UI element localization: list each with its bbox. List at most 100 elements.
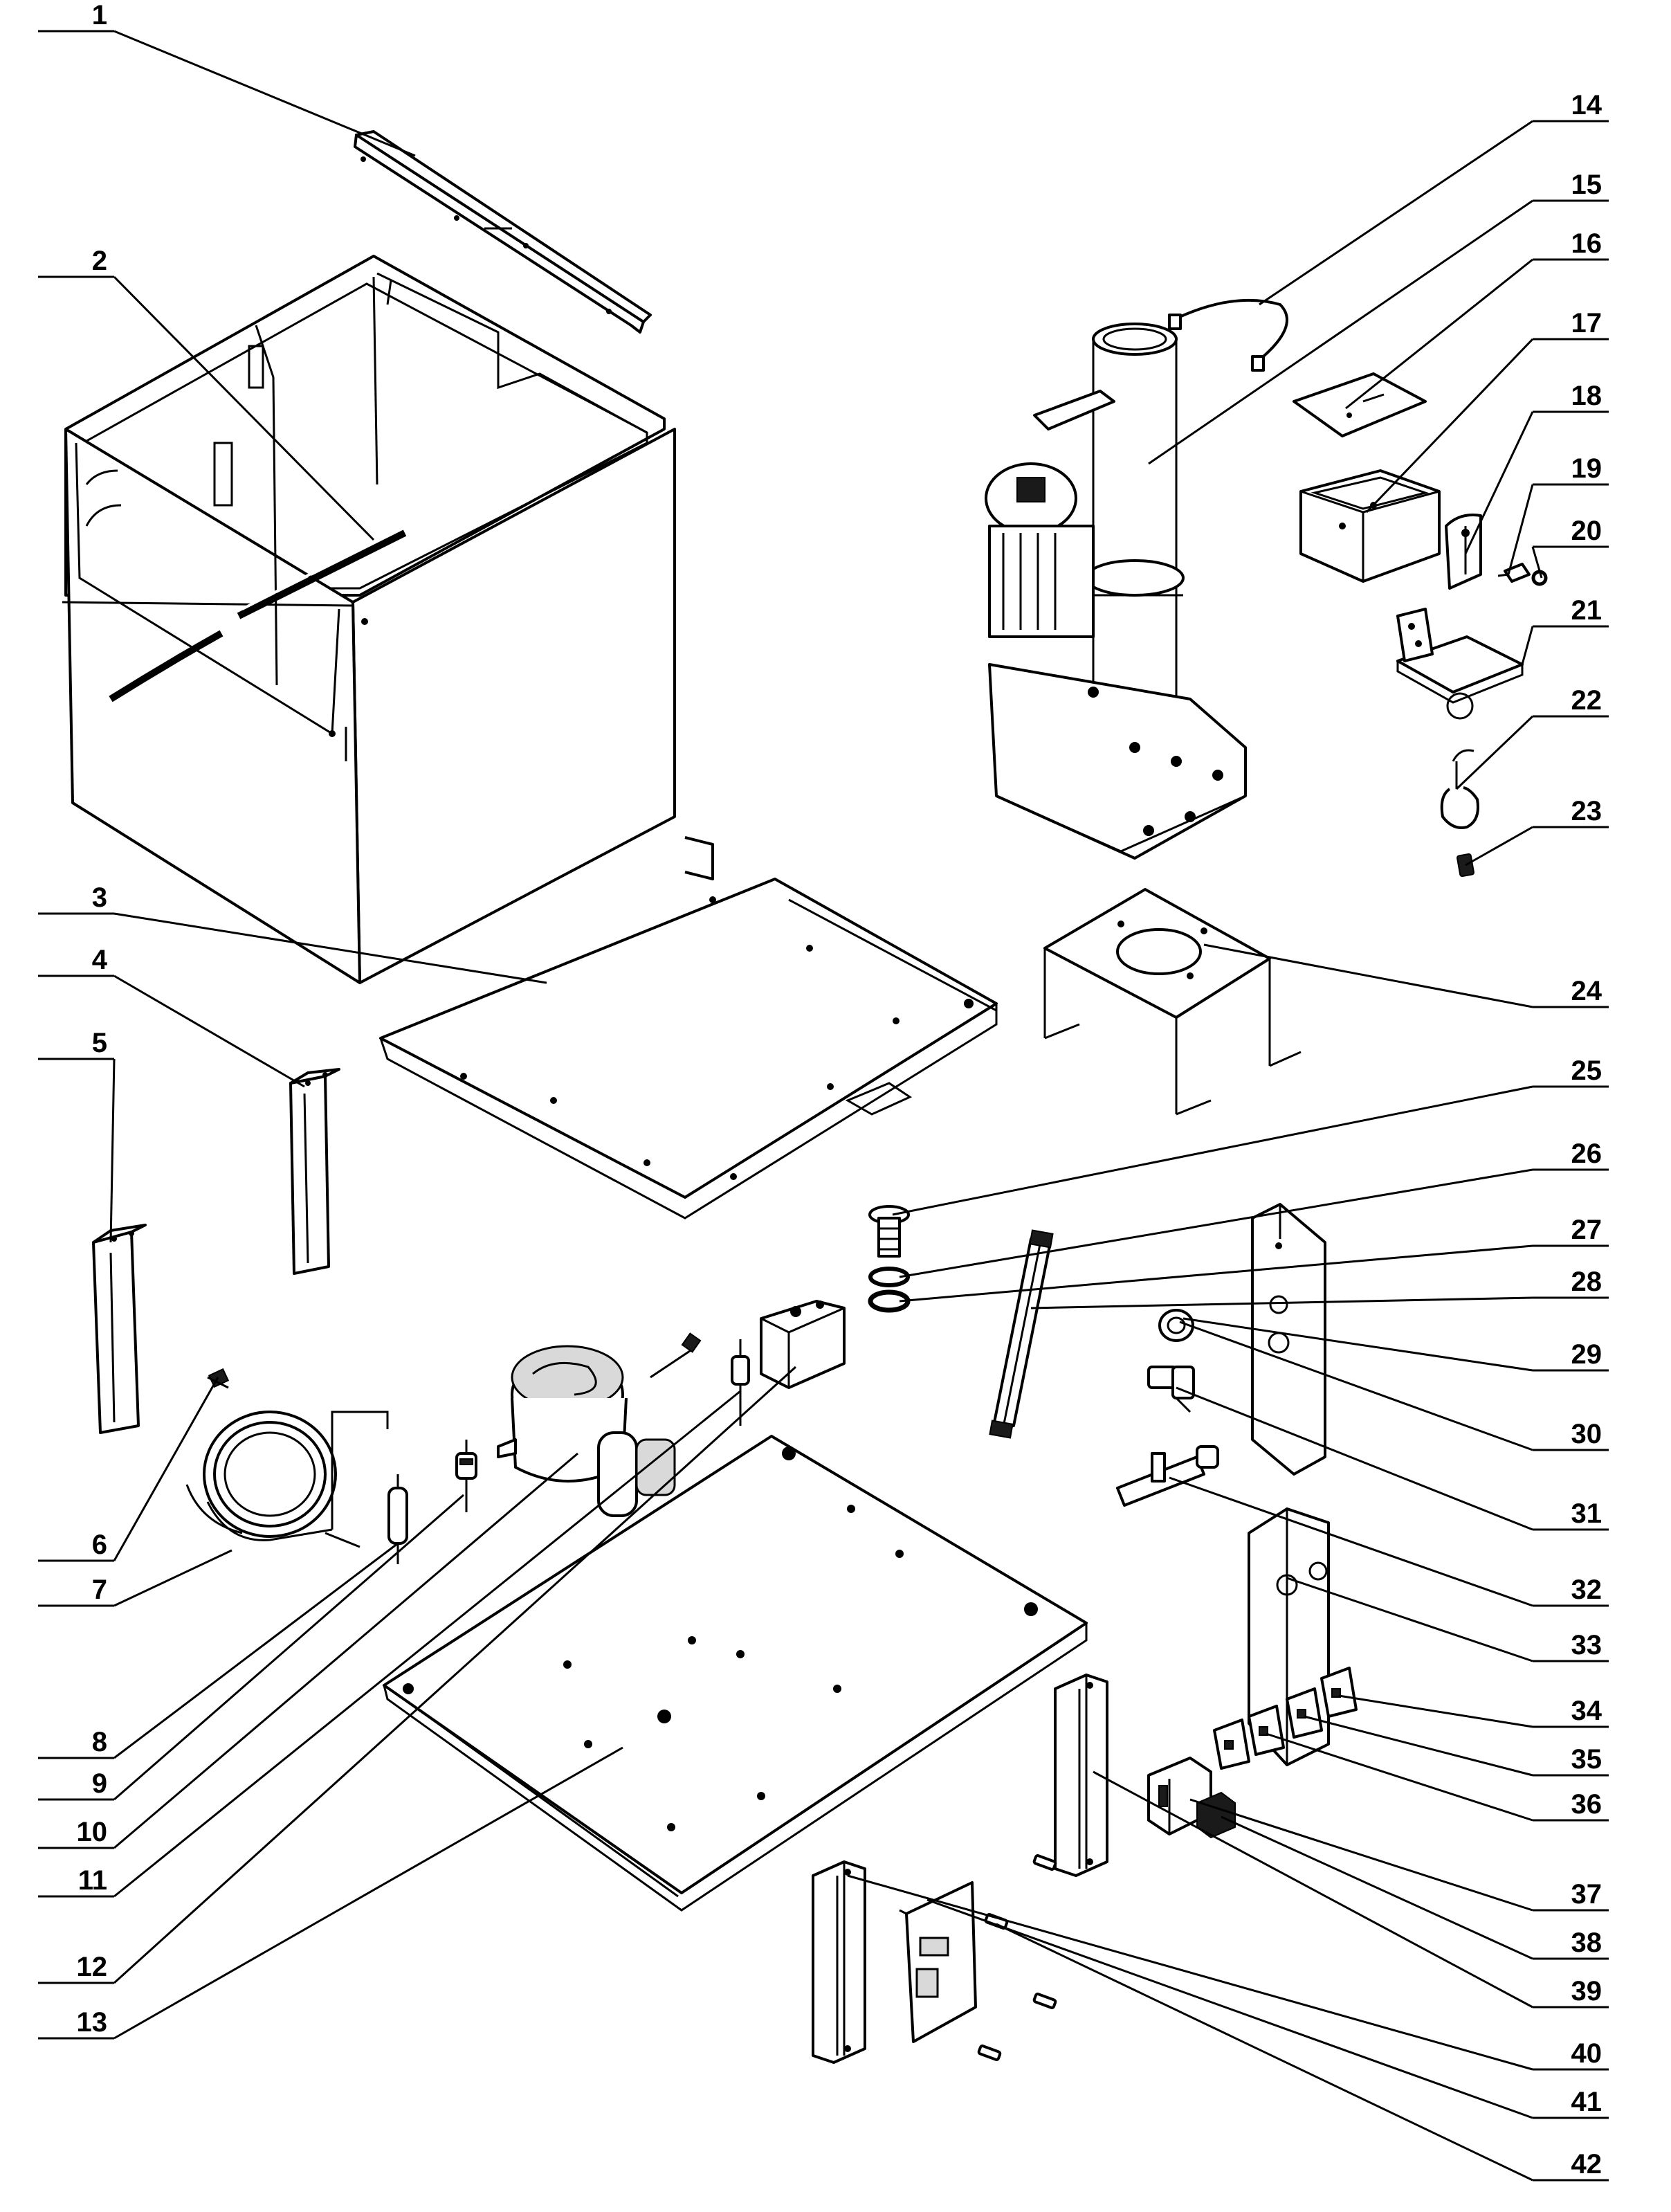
callout-leader [899,1244,1533,1303]
callout-number: 21 [1571,595,1602,626]
callout-leader [1203,943,1533,1008]
callout-28: 28 [1030,1267,1609,1309]
callout-21: 21 [1521,595,1609,665]
part-base-tray [379,836,998,1220]
part-upright-bracket [1054,1674,1108,1877]
callout-16: 16 [1345,228,1609,410]
callout-number: 28 [1571,1267,1602,1297]
callout-41: 41 [926,1898,1609,2119]
parts-illustration [62,130,1548,2064]
callout-37: 37 [1189,1798,1609,1912]
callout-15: 15 [1148,170,1609,465]
part-bracket-plate [1396,608,1524,720]
callout-number: 22 [1571,685,1602,716]
callout-1: 1 [38,0,416,157]
callout-leader [1179,1321,1533,1451]
callout-number: 16 [1571,228,1602,259]
part-pump-assembly [985,323,1247,860]
part-small-bracket [1445,514,1482,590]
callout-leader [113,1390,741,1898]
callout-leader [113,1452,578,1849]
callout-number: 19 [1571,453,1602,484]
callout-25: 25 [892,1055,1609,1216]
callout-leader [113,1366,797,1984]
part-strap-bracket [1168,298,1288,372]
callout-20: 20 [1531,516,1609,579]
callout-leader [1338,1694,1533,1728]
part-bottom-plate [383,1435,1088,1912]
callout-layer: 1234567891011121314151617181920212223242… [38,0,1609,2182]
callout-leader [1465,826,1533,867]
callout-leader [113,1494,464,1801]
part-tee-connector [1116,1445,1219,1507]
callout-leader [113,912,547,984]
callout-36: 36 [1266,1732,1609,1822]
callout-11: 11 [38,1390,741,1898]
callout-number: 10 [77,1817,108,1847]
callout-42: 42 [996,1923,1609,2182]
callout-number: 18 [1571,381,1602,411]
callout-leader [1030,1296,1533,1309]
callout-number: 8 [92,1727,107,1757]
callout-32: 32 [1169,1476,1609,1607]
callout-13: 13 [38,1746,623,2040]
callout-9: 9 [38,1494,464,1801]
callout-35: 35 [1304,1715,1609,1777]
callout-leader [1183,1317,1533,1372]
callout-number: 29 [1571,1339,1602,1370]
part-pump-stand [1043,888,1302,1116]
callout-number: 34 [1571,1696,1602,1726]
callout-number: 6 [92,1530,107,1560]
callout-number: 36 [1571,1789,1602,1820]
callout-number: 4 [92,945,108,975]
callout-leader [1093,1770,1533,2009]
callout-number: 40 [1571,2038,1602,2069]
part-cabinet [62,255,676,984]
callout-leader [1176,1386,1533,1531]
callout-leader [1521,626,1534,665]
callout-leader [1345,258,1533,410]
callout-leader [1365,338,1534,514]
callout-number: 3 [92,882,107,913]
callout-leader [113,1549,232,1607]
callout-number: 14 [1571,90,1602,120]
part-float-bulb [1440,749,1479,829]
callout-number: 33 [1571,1630,1602,1660]
callout-14: 14 [1259,90,1609,306]
callout-8: 8 [38,1542,399,1759]
part-valve [455,1440,477,1512]
callout-3: 3 [38,882,547,984]
callout-number: 12 [77,1952,108,1982]
callout-24: 24 [1203,943,1609,1008]
part-washer-large [868,1267,910,1287]
callout-leader [113,1542,399,1759]
part-front-bracket [812,1860,866,2064]
callout-leader [996,1923,1533,2182]
callout-leader [113,974,305,1088]
callout-leader [1221,1815,1533,1960]
callout-19: 19 [1507,453,1609,575]
callout-4: 4 [38,945,305,1088]
callout-18: 18 [1464,381,1609,554]
callout-number: 20 [1571,516,1602,546]
callout-leader [113,30,416,157]
callout-number: 17 [1571,308,1602,338]
callout-leader [1286,1577,1533,1662]
callout-leader [113,1377,219,1561]
callout-10: 10 [38,1452,578,1849]
callout-number: 27 [1571,1215,1602,1245]
callout-40: 40 [847,1874,1609,2071]
callout-leader [1189,1798,1533,1912]
callout-7: 7 [38,1549,232,1607]
callout-leader [1169,1476,1533,1607]
callout-number: 1 [92,0,107,30]
callout-leader [926,1898,1533,2119]
callout-29: 29 [1183,1317,1609,1372]
callout-leader [113,275,375,541]
callout-27: 27 [899,1215,1609,1303]
callout-number: 11 [78,1865,107,1896]
part-solenoid-valve [1147,1366,1195,1413]
callout-number: 2 [92,246,107,276]
callout-number: 39 [1571,1976,1602,2006]
callout-number: 24 [1571,976,1602,1006]
